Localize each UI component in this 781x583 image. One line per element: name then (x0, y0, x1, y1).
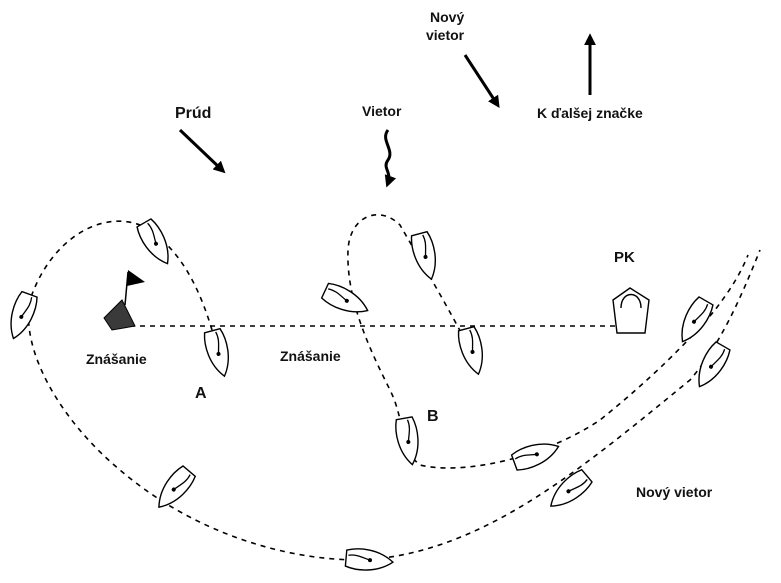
label-next-mark: K ďalšej značke (537, 105, 643, 121)
sailboat-icon (549, 468, 593, 507)
sailboat-icon (510, 443, 560, 471)
sailboat-icon (681, 296, 714, 343)
sailboat-icon (395, 416, 419, 466)
label-new-wind-top-2: vietor (426, 27, 465, 43)
label-committee: PK (614, 249, 635, 266)
label-current: Prúd (175, 105, 211, 122)
label-new-wind-bottom: Nový vietor (636, 484, 713, 500)
label-layline-mid: Znášanie (280, 348, 341, 364)
sailboat-icon (158, 465, 197, 509)
wind-arrow (384, 129, 397, 188)
sailboat-icon (320, 282, 369, 313)
sailboat-icon (203, 327, 229, 378)
label-new-wind-top-1: Nový (430, 9, 464, 25)
sailboat-icon (698, 341, 731, 388)
sailboat-icon (344, 548, 395, 571)
mark-buoy-icon (103, 270, 145, 331)
label-layline-left: Znášanie (86, 351, 147, 367)
committee-boat-icon (612, 287, 650, 334)
label-boat-a: A (195, 385, 207, 402)
sailboat-icon (10, 290, 38, 340)
label-wind: Vietor (362, 103, 402, 119)
track-a (27, 220, 761, 561)
current-arrow (178, 128, 226, 174)
sailboat-icon (457, 325, 483, 376)
new-wind-arrow (463, 54, 500, 109)
sailboat-icon (410, 230, 436, 281)
label-boat-b: B (427, 408, 439, 425)
sailboat-icon (136, 218, 169, 265)
